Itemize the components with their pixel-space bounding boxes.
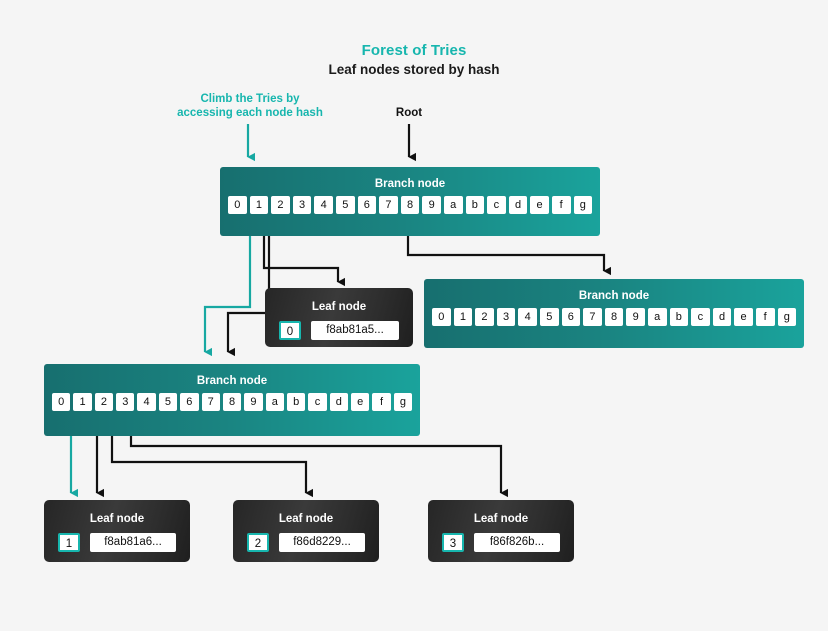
branch-cell[interactable]: 6 <box>561 308 581 326</box>
leaf-node-1-row: 1 f8ab81a6... <box>44 525 190 565</box>
annotation-climb-line-1: Climb the Tries by <box>200 93 300 105</box>
branch-cell[interactable]: 8 <box>604 308 624 326</box>
branch-cell[interactable]: 1 <box>249 196 269 214</box>
branch-node-root-cells: 0 1 2 3 4 5 6 7 8 9 a b c d e f g <box>220 190 600 224</box>
leaf-node-top-row: 0 f8ab81a5... <box>265 313 413 353</box>
branch-cell[interactable]: 4 <box>314 196 333 214</box>
leaf-node-1-label: Leaf node <box>89 513 145 525</box>
leaf-node-2-index[interactable]: 2 <box>247 533 269 552</box>
branch-cell[interactable]: b <box>286 393 306 411</box>
leaf-node-top[interactable]: Leaf node 0 f8ab81a5... <box>265 288 413 347</box>
branch-cell[interactable]: 8 <box>222 393 242 411</box>
annotation-climb-the-tries: Climb the Tries by accessing each node h… <box>160 92 340 120</box>
branch-cell[interactable]: c <box>308 393 327 411</box>
branch-cell[interactable]: 0 <box>228 196 247 214</box>
branch-cell[interactable]: 5 <box>539 308 559 326</box>
branch-cell[interactable]: g <box>393 393 413 411</box>
branch-cell[interactable]: 9 <box>244 393 263 411</box>
branch-cell[interactable]: 6 <box>357 196 377 214</box>
annotation-climb-line-2: accessing each node hash <box>177 107 323 119</box>
branch-cell[interactable]: 2 <box>94 393 114 411</box>
leaf-node-3-index[interactable]: 3 <box>442 533 464 552</box>
branch-cell[interactable]: f <box>372 393 391 411</box>
branch-cell[interactable]: 5 <box>335 196 355 214</box>
branch-cell[interactable]: a <box>265 393 284 411</box>
branch-node-mid-label: Branch node <box>196 375 268 387</box>
branch-cell[interactable]: 7 <box>201 393 220 411</box>
leaf-node-3[interactable]: Leaf node 3 f86f826b... <box>428 500 574 562</box>
branch-cell[interactable]: e <box>530 196 549 214</box>
branch-cell[interactable]: b <box>669 308 689 326</box>
branch-cell[interactable]: 0 <box>432 308 451 326</box>
page-subtitle: Leaf nodes stored by hash <box>328 62 500 77</box>
branch-cell[interactable]: 7 <box>583 308 602 326</box>
branch-node-root[interactable]: Branch node 0 1 2 3 4 5 6 7 8 9 a b c d … <box>220 167 600 236</box>
leaf-node-1-hash[interactable]: f8ab81a6... <box>90 533 176 552</box>
branch-node-right[interactable]: Branch node 0 1 2 3 4 5 6 7 8 9 a b c d … <box>424 279 804 348</box>
branch-cell[interactable]: g <box>777 308 797 326</box>
branch-cell[interactable]: 9 <box>422 196 441 214</box>
leaf-node-2-label: Leaf node <box>278 513 334 525</box>
branch-cell[interactable]: e <box>351 393 370 411</box>
branch-cell[interactable]: e <box>734 308 753 326</box>
branch-cell[interactable]: 5 <box>158 393 178 411</box>
branch-cell[interactable]: 7 <box>379 196 398 214</box>
branch-cell[interactable]: 1 <box>453 308 473 326</box>
edge-root-cell1-to-mid-branch <box>226 222 271 357</box>
branch-cell[interactable]: 0 <box>52 393 71 411</box>
edge-root-cell0-to-mid-branch <box>203 222 252 357</box>
branch-cell[interactable]: d <box>712 308 732 326</box>
leaf-node-3-row: 3 f86f826b... <box>428 525 574 565</box>
branch-node-right-label: Branch node <box>578 290 650 302</box>
branch-cell[interactable]: 6 <box>180 393 199 411</box>
branch-cell[interactable]: a <box>647 308 667 326</box>
branch-cell[interactable]: 3 <box>292 196 312 214</box>
branch-cell[interactable]: 3 <box>496 308 516 326</box>
branch-cell[interactable]: 8 <box>400 196 420 214</box>
branch-cell[interactable]: b <box>465 196 485 214</box>
branch-cell[interactable]: 4 <box>518 308 537 326</box>
branch-cell[interactable]: c <box>691 308 710 326</box>
branch-cell[interactable]: f <box>551 196 571 214</box>
leaf-node-2-row: 2 f86d8229... <box>233 525 379 565</box>
leaf-node-top-hash[interactable]: f8ab81a5... <box>311 321 399 340</box>
branch-cell[interactable]: f <box>755 308 775 326</box>
branch-node-right-cells: 0 1 2 3 4 5 6 7 8 9 a b c d e f g <box>424 302 804 336</box>
page-title: Forest of Tries <box>361 42 467 59</box>
leaf-node-3-label: Leaf node <box>473 513 529 525</box>
branch-cell[interactable]: 2 <box>475 308 494 326</box>
branch-cell[interactable]: d <box>329 393 349 411</box>
branch-node-mid-cells: 0 1 2 3 4 5 6 7 8 9 a b c d e f g <box>44 387 420 421</box>
leaf-node-1-index[interactable]: 1 <box>58 533 80 552</box>
leaf-node-top-index[interactable]: 0 <box>279 321 301 340</box>
branch-cell[interactable]: 9 <box>626 308 645 326</box>
branch-cell[interactable]: 2 <box>271 196 290 214</box>
branch-cell[interactable]: g <box>573 196 593 214</box>
branch-cell[interactable]: 4 <box>137 393 156 411</box>
branch-cell[interactable]: c <box>487 196 506 214</box>
branch-node-mid[interactable]: Branch node 0 1 2 3 4 5 6 7 8 9 a b c d … <box>44 364 420 436</box>
branch-node-root-label: Branch node <box>374 178 446 190</box>
annotation-root: Root <box>395 107 423 119</box>
leaf-node-3-hash[interactable]: f86f826b... <box>474 533 560 552</box>
leaf-node-top-label: Leaf node <box>311 301 367 313</box>
leaf-node-2[interactable]: Leaf node 2 f86d8229... <box>233 500 379 562</box>
branch-cell[interactable]: d <box>508 196 528 214</box>
branch-cell[interactable]: 1 <box>73 393 92 411</box>
branch-cell[interactable]: a <box>443 196 463 214</box>
leaf-node-2-hash[interactable]: f86d8229... <box>279 533 365 552</box>
branch-cell[interactable]: 3 <box>116 393 135 411</box>
leaf-node-1[interactable]: Leaf node 1 f8ab81a6... <box>44 500 190 562</box>
